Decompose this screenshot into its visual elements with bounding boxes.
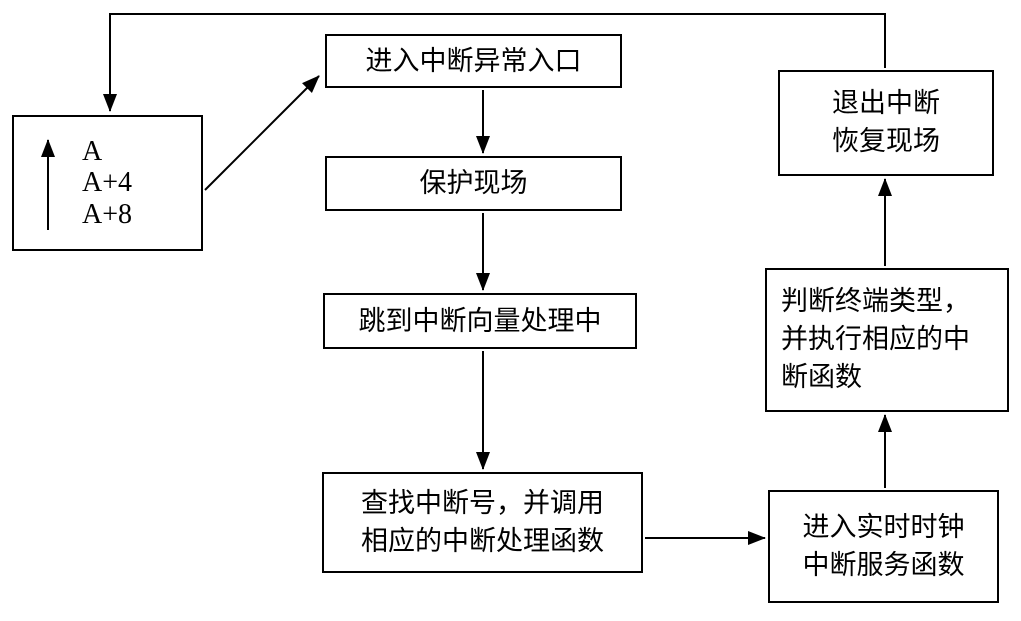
node-find-interrupt-number: 查找中断号，并调用 相应的中断处理函数	[322, 472, 643, 573]
node-label: 跳到中断向量处理中	[358, 305, 602, 336]
memory-line: A	[82, 135, 103, 167]
node-rtc-service: 进入实时时钟 中断服务函数	[768, 490, 999, 603]
node-jump-vector: 跳到中断向量处理中	[323, 293, 637, 349]
node-label-line: 中断服务函数	[802, 549, 965, 580]
memory-line: A+8	[82, 198, 133, 230]
node-label-line: 查找中断号，并调用	[361, 487, 604, 518]
node-label-line: 退出中断	[832, 88, 940, 119]
node-label: 保护现场	[419, 168, 528, 199]
node-label-line: 断函数	[781, 361, 862, 392]
node-label-line: 相应的中断处理函数	[361, 525, 604, 556]
memory-line: A+4	[82, 167, 133, 199]
node-label-line: 进入实时时钟	[802, 511, 965, 542]
node-judge-terminal-type: 判断终端类型， 并执行相应的中 断函数	[765, 268, 1009, 412]
node-save-context: 保护现场	[325, 156, 622, 211]
node-exit-interrupt: 退出中断 恢复现场	[778, 70, 994, 176]
arrow-memory-to-entry	[204, 75, 320, 191]
node-label: 进入中断异常入口	[365, 45, 582, 76]
node-interrupt-entry: 进入中断异常入口	[325, 34, 622, 88]
node-label-line: 并执行相应的中	[781, 324, 970, 355]
node-label-line: 恢复现场	[832, 126, 940, 156]
node-memory-addresses: A A+4 A+8	[12, 115, 203, 251]
node-label-line: 判断终端类型，	[781, 286, 970, 317]
